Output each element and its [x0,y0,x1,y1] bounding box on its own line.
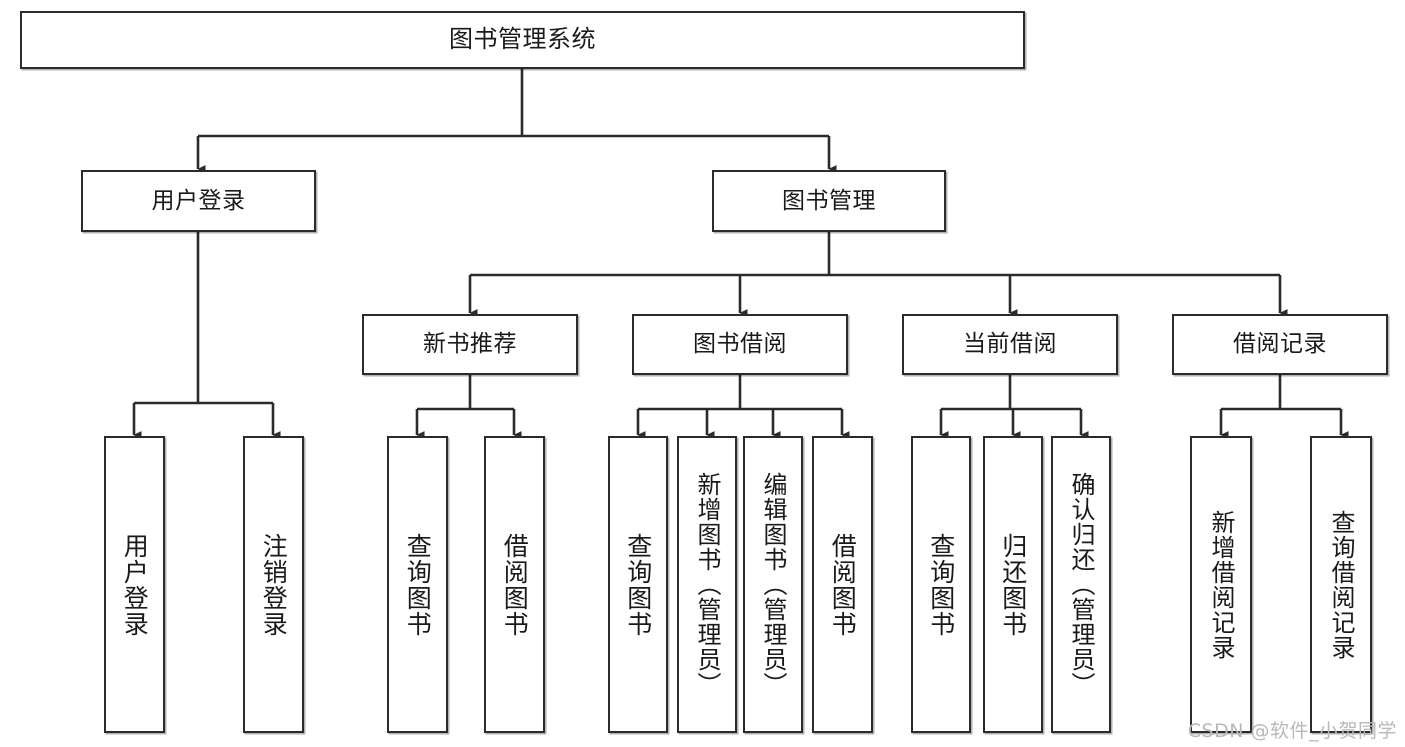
node-label: 借阅图书 [500,532,530,637]
node-label: 图书管理系统 [449,25,596,54]
node-label: 用户登录 [120,532,150,637]
node-leaf-edit-book-admin[interactable]: 编辑图书（管理员） [743,436,803,733]
node-leaf-confirm-return-admin[interactable]: 确认归还（管理员） [1051,436,1111,733]
node-leaf-query-borrow-record[interactable]: 查询借阅记录 [1310,436,1372,733]
node-leaf-user-login[interactable]: 用户登录 [104,436,165,733]
node-book-borrow[interactable]: 图书借阅 [632,314,848,375]
node-leaf-add-borrow-record[interactable]: 新增借阅记录 [1190,436,1252,733]
node-label: 确认归还（管理员） [1067,472,1095,697]
node-current-borrow[interactable]: 当前借阅 [902,314,1118,375]
watermark: CSDN @软件_小贺同学 [1187,720,1397,742]
node-leaf-logout-login[interactable]: 注销登录 [243,436,304,733]
node-leaf-query-book-1[interactable]: 查询图书 [387,436,448,733]
node-label: 新书推荐 [423,331,517,358]
node-label: 借阅记录 [1233,331,1327,358]
node-label: 查询图书 [926,532,956,637]
node-label: 图书借阅 [693,331,787,358]
node-leaf-query-book-3[interactable]: 查询图书 [911,436,971,733]
node-leaf-borrow-book-1[interactable]: 借阅图书 [484,436,545,733]
node-label: 编辑图书（管理员） [759,472,787,697]
node-leaf-borrow-book-2[interactable]: 借阅图书 [812,436,873,733]
node-label: 用户登录 [151,187,246,214]
node-label: 新增图书（管理员） [693,472,721,697]
node-borrow-record[interactable]: 借阅记录 [1172,314,1388,375]
node-user-login[interactable]: 用户登录 [81,170,316,232]
node-label: 图书管理 [782,187,876,214]
node-label: 新增借阅记录 [1207,509,1235,660]
node-leaf-query-book-2[interactable]: 查询图书 [608,436,668,733]
node-label: 借阅图书 [828,532,858,637]
node-label: 归还图书 [998,532,1028,637]
node-root[interactable]: 图书管理系统 [20,11,1025,69]
node-leaf-return-book[interactable]: 归还图书 [983,436,1043,733]
node-leaf-add-book-admin[interactable]: 新增图书（管理员） [677,436,737,733]
node-label: 查询图书 [623,532,653,637]
node-label: 当前借阅 [963,331,1057,358]
node-label: 注销登录 [259,532,289,637]
node-new-book-recommend[interactable]: 新书推荐 [362,314,578,375]
node-label: 查询借阅记录 [1327,509,1355,660]
node-label: 查询图书 [403,532,433,637]
node-book-manage[interactable]: 图书管理 [712,170,946,232]
